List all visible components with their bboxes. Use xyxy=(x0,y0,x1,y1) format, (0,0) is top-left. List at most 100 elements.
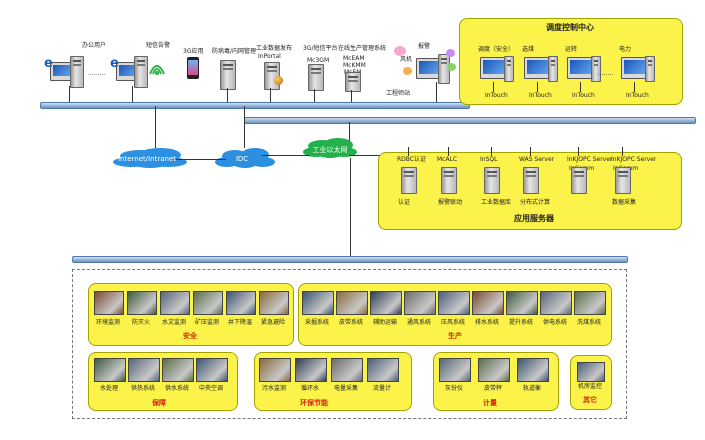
ie-icon: e xyxy=(110,56,119,71)
connector xyxy=(351,90,352,102)
production-item-label: 排水系统 xyxy=(474,319,500,326)
app-server xyxy=(401,167,417,194)
office-user-tower-1 xyxy=(70,56,84,88)
green-bubble-icon xyxy=(447,63,456,71)
safety-title: 安全 xyxy=(183,332,197,340)
control-center-title: 调度控制中心 xyxy=(546,23,594,32)
safety-item-label: 紧急避险 xyxy=(260,319,286,326)
environment-photo xyxy=(367,358,399,382)
support-title: 保障 xyxy=(152,399,166,407)
connector xyxy=(314,89,315,102)
online-mgmt-label: 在线生产管理系统 xyxy=(338,45,387,52)
app-server xyxy=(571,167,587,194)
other-item-label: 机房监控 xyxy=(577,383,603,390)
production-photo xyxy=(472,291,504,315)
connector xyxy=(436,82,437,102)
industrial-ethernet-label: 工业以太网 xyxy=(312,146,348,154)
idc-cloud xyxy=(230,152,260,168)
control-center-item-label: 运转 xyxy=(565,46,578,53)
production-photo xyxy=(370,291,402,315)
office-user-tower-2 xyxy=(134,56,148,88)
app-server-bottom-label: 认证 xyxy=(398,199,411,206)
connector xyxy=(270,88,271,102)
production-item-label: 供电系统 xyxy=(542,319,568,326)
app-server xyxy=(615,167,631,194)
environment-title: 环保节能 xyxy=(300,399,328,407)
web-publish-label: 工业数据发布 xyxy=(256,45,293,52)
production-item-label: 辅助运输 xyxy=(372,319,398,326)
pink-bubble-icon xyxy=(394,46,406,56)
support-item-label: 供水系统 xyxy=(164,385,190,392)
environment-item-label: 流量计 xyxy=(372,385,392,392)
environment-item-label: 污水监测 xyxy=(261,385,287,392)
ie-icon: e xyxy=(44,56,53,71)
top-network-bus xyxy=(40,102,470,109)
safety-photo xyxy=(259,291,289,315)
station-wind-label: 风机 xyxy=(400,56,413,63)
mceam-label: McEAM xyxy=(343,55,365,62)
support-photo xyxy=(162,358,194,382)
station-alarm-label: 报警 xyxy=(418,43,431,50)
production-item-label: 采掘系统 xyxy=(304,319,330,326)
app-server-top-label: RDBC认证 xyxy=(397,156,426,163)
production-item-label: 洗煤系统 xyxy=(576,319,602,326)
cloud-link xyxy=(262,155,310,156)
app-server-bottom-label: 工业数据库 xyxy=(481,199,512,206)
connector xyxy=(580,82,581,92)
metering-item-label: 皮带秤 xyxy=(483,385,503,392)
engineer-station-label: 工程师站 xyxy=(386,90,411,97)
app-server xyxy=(484,167,500,194)
metering-photo xyxy=(439,358,471,382)
environment-photo xyxy=(295,358,327,382)
app-server-title: 应用服务器 xyxy=(514,214,554,223)
connector xyxy=(448,147,449,156)
smartphone-icon xyxy=(187,57,199,79)
metering-title: 计量 xyxy=(483,399,497,407)
production-photo xyxy=(438,291,470,315)
control-center-tower xyxy=(645,56,655,82)
environment-photo xyxy=(331,358,363,382)
app-server-top-label: InKJOPC Server xyxy=(567,156,613,163)
connector xyxy=(227,88,228,102)
control-center-dots: ........ xyxy=(598,70,614,77)
field-systems-frame xyxy=(72,269,627,419)
connector xyxy=(349,122,350,142)
app-server-top-label: McALC xyxy=(437,156,458,163)
support-photo xyxy=(94,358,126,382)
app-server-bottom-label: 报警联动 xyxy=(438,199,463,206)
office-user-dots: ......... xyxy=(88,70,106,77)
sms-platform-label: 3G/短信平台 xyxy=(303,45,338,52)
production-item-label: 提升系统 xyxy=(508,319,534,326)
safety-item-label: 水文监测 xyxy=(161,319,187,326)
metering-photo xyxy=(517,358,549,382)
app-server-bottom-label: 数据采集 xyxy=(612,199,637,206)
production-photo xyxy=(336,291,368,315)
industrial-ethernet-cloud xyxy=(314,142,346,158)
connector xyxy=(132,86,133,102)
support-photo xyxy=(196,358,228,382)
production-item-label: 皮带系统 xyxy=(338,319,364,326)
control-center-workstation xyxy=(480,57,508,79)
antivirus-label: 防病毒/内网管理 xyxy=(212,48,257,55)
connector xyxy=(622,147,623,156)
connector xyxy=(491,147,492,156)
app-server xyxy=(441,167,457,194)
production-photo xyxy=(574,291,606,315)
control-center-item-label: 调度（安全） xyxy=(478,46,515,53)
safety-item-label: 防灭火 xyxy=(131,319,151,326)
safety-photo xyxy=(226,291,256,315)
safety-photo xyxy=(127,291,157,315)
control-center-tower xyxy=(504,56,514,82)
connector xyxy=(69,86,70,102)
app-server-top-label: InKJOPC Server xyxy=(611,156,657,163)
connector xyxy=(537,82,538,92)
metering-item-label: 轨道衡 xyxy=(522,385,542,392)
production-item-label: 通风系统 xyxy=(406,319,432,326)
production-title: 生产 xyxy=(448,332,462,340)
metering-photo xyxy=(478,358,510,382)
app-server xyxy=(523,167,539,194)
orange-bubble-icon xyxy=(403,67,412,75)
environment-photo xyxy=(259,358,291,382)
connector xyxy=(349,155,389,156)
mc3gm-server xyxy=(308,64,324,91)
